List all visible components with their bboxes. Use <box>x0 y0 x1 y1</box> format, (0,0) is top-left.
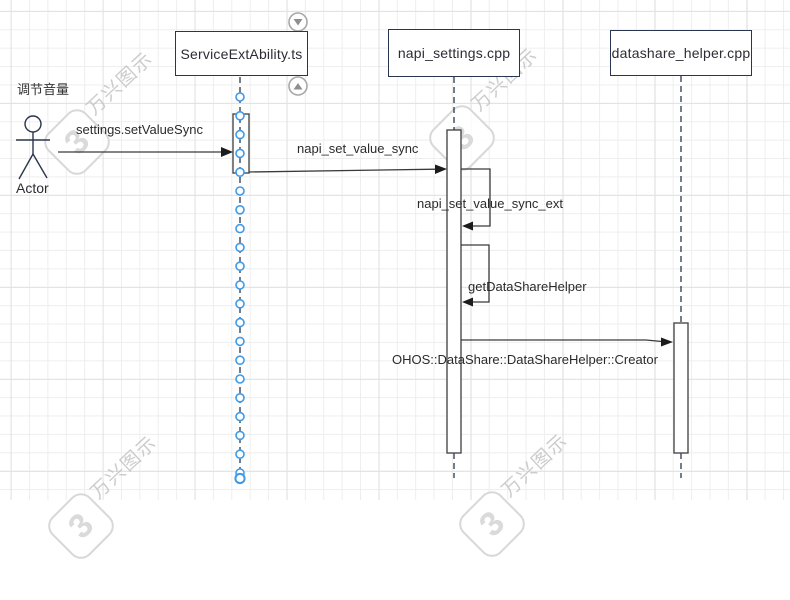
lifeline-header-datashare-helper[interactable]: datashare_helper.cpp <box>610 30 752 76</box>
selection-handle[interactable] <box>235 280 245 290</box>
actor-leg-right <box>32 153 48 179</box>
arrowhead <box>435 164 447 174</box>
activation-bar-napi-settings[interactable] <box>446 129 462 454</box>
arrowhead <box>462 221 473 231</box>
lifeline-header-label: datashare_helper.cpp <box>611 45 751 61</box>
edraw-logo-glyph: 3 <box>472 504 512 544</box>
message-label-napi-set-value-sync-ext[interactable]: napi_set_value_sync_ext <box>417 196 563 211</box>
arrowhead <box>462 297 473 307</box>
selection-handle[interactable] <box>235 186 245 196</box>
selection-handle[interactable] <box>235 449 245 460</box>
selection-handle[interactable] <box>235 411 245 422</box>
triangle-up-icon <box>293 83 303 90</box>
selection-handle[interactable] <box>235 317 245 328</box>
actor-label[interactable]: Actor <box>16 180 49 196</box>
arrowhead <box>221 147 233 157</box>
use-case-note[interactable]: 调节音量 <box>17 82 70 97</box>
sequence-diagram-svg <box>16 12 689 485</box>
lifeline-header-serviceextability[interactable]: ServiceExtAbility.ts <box>175 31 308 76</box>
selection-handle[interactable] <box>235 298 245 309</box>
arrowhead <box>661 337 673 347</box>
selection-handle[interactable] <box>235 374 245 384</box>
triangle-down-icon <box>293 19 303 26</box>
message-arrow-creator[interactable] <box>461 337 673 347</box>
selection-handle[interactable] <box>235 223 245 234</box>
message-arrow-napi-set-value-sync[interactable] <box>248 164 447 175</box>
selection-handle[interactable] <box>235 167 245 177</box>
message-arrow-napi-set-value-sync-ext[interactable] <box>461 168 491 231</box>
selection-handle[interactable] <box>235 242 245 253</box>
lifeline-header-label: ServiceExtAbility.ts <box>180 45 303 62</box>
selection-handle[interactable] <box>235 336 245 347</box>
actor-leg-left <box>18 153 34 180</box>
message-label-napi-set-value-sync[interactable]: napi_set_value_sync <box>297 141 419 156</box>
watermark-logo-diamond <box>48 493 114 559</box>
collapse-up-button[interactable] <box>288 76 308 96</box>
activation-bar-serviceextability[interactable] <box>232 113 250 174</box>
selection-handle[interactable] <box>235 430 245 441</box>
diagram-canvas: 3 万兴图示 3 万兴图示 3 万兴图示 3 万兴图示 <box>0 0 790 559</box>
selection-handle[interactable] <box>235 261 245 272</box>
selection-handle[interactable] <box>234 472 246 485</box>
selection-handle[interactable] <box>235 148 245 159</box>
message-label-getdatasharehelper[interactable]: getDataShareHelper <box>468 279 587 294</box>
actor-head <box>24 115 42 133</box>
actor-figure[interactable] <box>16 115 50 180</box>
selection-handle[interactable] <box>235 392 245 403</box>
message-label-creator[interactable]: OHOS::DataShare::DataShareHelper::Creato… <box>392 352 658 367</box>
activation-bar-datashare-helper[interactable] <box>673 322 689 454</box>
selection-handle[interactable] <box>235 111 245 121</box>
selection-handle[interactable] <box>235 355 245 366</box>
message-label-setvaluesync[interactable]: settings.setValueSync <box>76 122 203 137</box>
lifeline-header-napi-settings[interactable]: napi_settings.cpp <box>388 29 520 77</box>
selection-handle[interactable] <box>235 129 245 140</box>
selection-handle[interactable] <box>235 205 245 215</box>
selection-handle[interactable] <box>235 92 245 102</box>
lifeline-selection-handles[interactable] <box>234 92 246 485</box>
message-arrow-getdatasharehelper[interactable] <box>461 244 490 307</box>
edraw-logo-glyph: 3 <box>61 506 101 546</box>
lifeline-header-label: napi_settings.cpp <box>397 45 511 61</box>
collapse-down-button[interactable] <box>288 12 308 32</box>
message-arrow-setvaluesync[interactable] <box>58 147 233 157</box>
